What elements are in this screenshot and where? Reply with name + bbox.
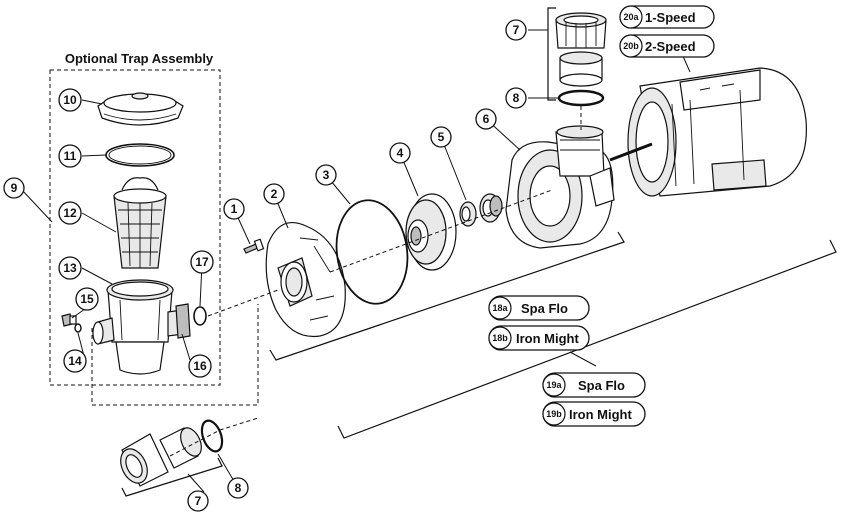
legend-motor-2-speed: 20b 2-Speed bbox=[619, 34, 715, 58]
callout-7-bottom: 7 bbox=[187, 490, 209, 512]
trap-link-line bbox=[91, 304, 259, 406]
callout-8-top-text: 8 bbox=[513, 91, 520, 105]
callout-4-text: 4 bbox=[397, 146, 404, 160]
legend-motor-1-speed-badge: 20a bbox=[623, 12, 639, 22]
callout-3-text: 3 bbox=[323, 168, 330, 182]
callout-6-text: 6 bbox=[483, 112, 490, 126]
callout-8-top: 8 bbox=[505, 87, 527, 109]
drain-plug-o-ring-part bbox=[74, 323, 82, 333]
callout-15-text: 15 bbox=[80, 292, 94, 306]
callout-7-bottom-text: 7 bbox=[195, 494, 202, 508]
lid-o-ring-part bbox=[105, 143, 175, 167]
legend-wet-end-spa-flo-label: Spa Flo bbox=[521, 301, 568, 316]
callout-7-top: 7 bbox=[505, 19, 527, 41]
callout-9-text: 9 bbox=[11, 181, 18, 195]
legend-complete-spa-flo-label: Spa Flo bbox=[578, 378, 625, 393]
callout-9: 9 bbox=[3, 177, 25, 199]
legend-complete-spa-flo: 19a Spa Flo bbox=[542, 372, 646, 398]
callout-14: 14 bbox=[63, 349, 87, 373]
legend-wet-end-spa-flo: 18a Spa Flo bbox=[488, 295, 590, 321]
diffuser-part bbox=[405, 193, 457, 271]
trap-assembly-box bbox=[49, 69, 221, 386]
callout-8-bottom: 8 bbox=[227, 477, 249, 499]
callout-16-text: 16 bbox=[193, 359, 207, 373]
seal-plate-part bbox=[265, 222, 346, 338]
callout-12-text: 12 bbox=[63, 206, 77, 220]
callout-11: 11 bbox=[58, 144, 82, 168]
legend-complete-iron-might-label: Iron Might bbox=[569, 407, 632, 422]
legend-complete-iron-might: 19b Iron Might bbox=[542, 401, 646, 427]
union-bottom-o-ring-part bbox=[200, 419, 224, 453]
legend-motor-1-speed-label: 1-Speed bbox=[645, 10, 696, 25]
bottom-union-bracket bbox=[121, 457, 223, 497]
trap-body-part bbox=[92, 279, 185, 375]
callout-12: 12 bbox=[58, 201, 82, 225]
callout-2-text: 2 bbox=[271, 187, 278, 201]
callout-4: 4 bbox=[389, 142, 411, 164]
callout-1: 1 bbox=[223, 198, 245, 220]
legend-complete-spa-flo-badge: 19a bbox=[546, 380, 562, 390]
legend-motor-1-speed: 20a 1-Speed bbox=[619, 5, 715, 29]
union-bottom-part bbox=[120, 427, 202, 487]
legend-motor-2-speed-badge: 20b bbox=[623, 41, 639, 51]
strainer-basket-part bbox=[113, 177, 167, 269]
wet-end-bracket bbox=[269, 231, 625, 361]
housing-o-ring-part bbox=[335, 199, 409, 305]
callout-15: 15 bbox=[75, 287, 99, 311]
callout-13: 13 bbox=[58, 256, 82, 280]
callout-10-text: 10 bbox=[63, 93, 77, 107]
legend-motor-2-speed-label: 2-Speed bbox=[645, 39, 696, 54]
bottom-union-axis-line bbox=[169, 417, 259, 457]
drain-plug-part bbox=[61, 313, 77, 327]
legend-wet-end-iron-might: 18b Iron Might bbox=[488, 325, 590, 351]
legend-complete-iron-might-badge: 19b bbox=[546, 409, 562, 419]
callout-5: 5 bbox=[430, 126, 452, 148]
callout-17: 17 bbox=[190, 250, 214, 274]
callout-7-top-text: 7 bbox=[513, 23, 520, 37]
assembly-axis-line bbox=[207, 189, 553, 317]
callout-10: 10 bbox=[58, 88, 82, 112]
top-union-bracket bbox=[547, 7, 556, 101]
callout-3: 3 bbox=[315, 164, 337, 186]
callout-11-text: 11 bbox=[64, 149, 77, 163]
mechanical-seal-part bbox=[459, 193, 503, 227]
callout-1-text: 1 bbox=[231, 202, 238, 216]
pump-housing-part bbox=[505, 125, 615, 249]
callout-16: 16 bbox=[188, 354, 212, 378]
legend-wet-end-spa-flo-badge: 18a bbox=[492, 303, 508, 313]
screw-part bbox=[243, 238, 265, 254]
callout-13-text: 13 bbox=[63, 261, 77, 275]
trap-lid-part bbox=[97, 92, 184, 126]
legend-wet-end-iron-might-label: Iron Might bbox=[516, 331, 579, 346]
callout-8-bottom-text: 8 bbox=[235, 481, 242, 495]
trap-o-ring-part bbox=[193, 306, 207, 326]
trap-gasket-part bbox=[175, 303, 191, 339]
callout-14-text: 14 bbox=[68, 354, 82, 368]
union-top-part bbox=[555, 12, 607, 87]
pump-motor-part bbox=[609, 67, 807, 197]
trap-assembly-title: Optional Trap Assembly bbox=[65, 51, 214, 66]
complete-pump-bracket bbox=[337, 239, 837, 439]
callout-5-text: 5 bbox=[438, 130, 445, 144]
callout-17-text: 17 bbox=[195, 255, 209, 269]
callout-6: 6 bbox=[475, 108, 497, 130]
legend-wet-end-iron-might-badge: 18b bbox=[492, 333, 508, 343]
callout-2: 2 bbox=[263, 183, 285, 205]
union-top-o-ring-part bbox=[557, 89, 605, 107]
